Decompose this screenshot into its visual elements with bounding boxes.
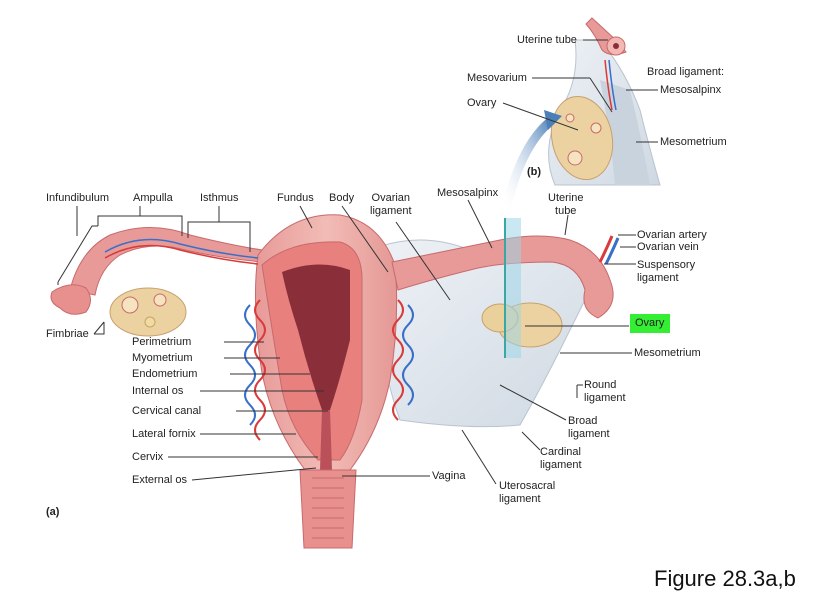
label-uterine-tube: Uterine tube (548, 192, 584, 217)
link-arrow (500, 116, 555, 215)
label-ovarian-ligament: Ovarian ligament (370, 192, 412, 217)
left-ovary (109, 287, 187, 337)
leader-fimbriae-2 (94, 322, 105, 335)
vagina-shape (299, 469, 357, 549)
tube-vessels-artery (104, 244, 259, 265)
fimbriae-shape (50, 284, 91, 315)
uterine-cavity (282, 264, 350, 410)
leader-uterosacral (461, 429, 497, 485)
uterine-vessels-left (254, 299, 266, 441)
cervical-canal-shape (320, 410, 332, 470)
label-endometrium: Endometrium (132, 368, 198, 380)
label-fundus: Fundus (277, 192, 314, 204)
label-ovarian-artery: Ovarian artery (637, 229, 707, 241)
uterine-tube-lumen (613, 43, 619, 49)
leader-body (341, 205, 389, 273)
label-uterosacral-ligament: Uterosacral ligament (499, 480, 556, 505)
leader-fimbriae (93, 321, 105, 335)
ovarian-vessels-vein (604, 237, 620, 265)
label-body: Body (329, 192, 355, 204)
leader-uterine-tube (564, 214, 569, 236)
leader-external-os (191, 467, 317, 481)
leader-broad (499, 384, 567, 421)
bracket-infundibulum (57, 225, 98, 285)
follicle-b-1 (567, 150, 583, 166)
ovarian-vessels (598, 235, 614, 263)
label-lateral-fornix: Lateral fornix (132, 428, 196, 440)
leader-b-mesovarium-2 (589, 77, 613, 113)
mesometrium-shape-b (600, 80, 650, 185)
vessels-b (604, 59, 613, 111)
label-isthmus: Isthmus (200, 192, 239, 204)
label-b-mesovarium: Mesovarium (467, 72, 527, 84)
label-infundibulum: Infundibulum (46, 192, 109, 204)
label-cardinal-ligament: Cardinal ligament (540, 446, 582, 471)
leader-round (576, 384, 583, 398)
vagina-rugae (312, 477, 344, 539)
follicle-b-2 (590, 122, 602, 134)
label-mesosalpinx: Mesosalpinx (437, 187, 499, 199)
figure-caption: Figure 28.3a,b (654, 566, 796, 591)
section-plane (505, 218, 521, 358)
leader-mesosalpinx (467, 199, 493, 249)
label-internal-os: Internal os (132, 385, 184, 397)
label-external-os: External os (132, 474, 188, 486)
label-b-mesosalpinx: Mesosalpinx (660, 84, 722, 96)
uterine-vessels-right-vein (402, 304, 414, 406)
label-round-ligament: Round ligament (584, 379, 626, 404)
uterine-vessels-right (392, 299, 404, 421)
panel-b-tag: (b) (527, 166, 542, 178)
label-cervix: Cervix (132, 451, 164, 463)
panel-a-tag: (a) (46, 506, 60, 518)
vessels-b-vein (608, 59, 617, 111)
label-vagina: Vagina (432, 470, 466, 482)
label-ampulla: Ampulla (133, 192, 173, 204)
panel-a-illustration (50, 214, 620, 549)
label-b-broad-ligament: Broad ligament: (647, 66, 725, 78)
label-cervical-canal: Cervical canal (132, 405, 202, 417)
label-b-mesometrium: Mesometrium (660, 136, 727, 148)
label-myometrium: Myometrium (132, 352, 193, 364)
left-follicle-2 (153, 293, 167, 307)
label-perimetrium: Perimetrium (132, 336, 192, 348)
follicle-b-3 (565, 113, 575, 123)
link-arrow-head (544, 110, 562, 130)
left-follicle-1 (121, 296, 139, 314)
label-mesometrium: Mesometrium (634, 347, 701, 359)
panel-b-illustration (548, 17, 661, 186)
leader-lines (57, 39, 658, 485)
tube-vessels (104, 238, 259, 259)
leader-cardinal (521, 431, 541, 451)
leader-fundus (299, 205, 313, 229)
leader-b-ovary (502, 102, 579, 131)
label-fimbriae: Fimbriae (46, 328, 89, 340)
uterine-vessels-left-vein (244, 304, 256, 426)
label-suspensory-ligament: Suspensory ligament (637, 259, 696, 284)
label-ovary-highlighted: Ovary (630, 314, 670, 333)
label-b-ovary: Ovary (467, 97, 497, 109)
label-ovarian-vein: Ovarian vein (637, 241, 699, 253)
leader-ovarian-ligament (395, 221, 451, 301)
label-broad-ligament: Broad ligament (568, 415, 610, 440)
left-follicle-3 (144, 316, 156, 328)
label-b-uterine-tube: Uterine tube (517, 34, 577, 46)
